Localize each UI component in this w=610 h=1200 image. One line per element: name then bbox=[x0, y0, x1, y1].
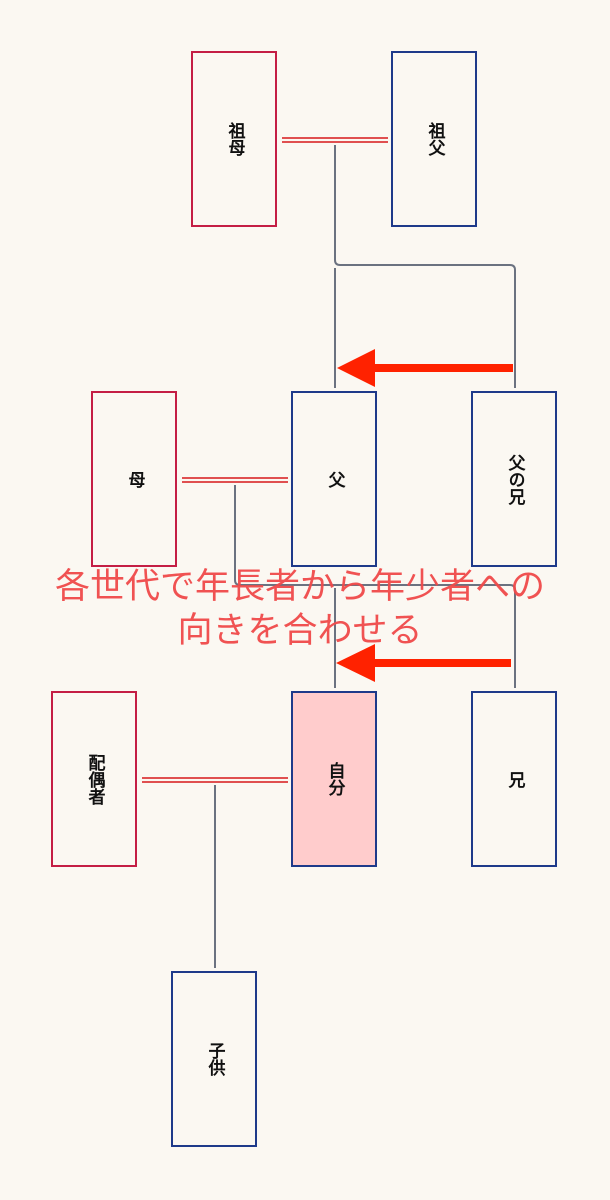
person-label: 祖父 bbox=[424, 122, 445, 156]
connector-grandparents-children bbox=[334, 145, 516, 388]
annotation-line-1: 各世代で年長者から年少者への bbox=[54, 567, 545, 607]
arrow-generation-2 bbox=[336, 644, 511, 682]
person-label: 子供 bbox=[204, 1042, 225, 1076]
arrow-generation-1 bbox=[337, 349, 513, 387]
person-grandmother[interactable]: 祖母 bbox=[191, 51, 277, 227]
person-label: 父 bbox=[324, 470, 345, 488]
annotation-text: 各世代で年長者から年少者への 向きを合わせる bbox=[0, 565, 610, 653]
connector-parents-children bbox=[234, 485, 516, 688]
person-label: 兄 bbox=[504, 770, 525, 788]
person-child[interactable]: 子供 bbox=[171, 971, 257, 1147]
person-mother[interactable]: 母 bbox=[91, 391, 177, 567]
person-grandfather[interactable]: 祖父 bbox=[391, 51, 477, 227]
person-label: 祖母 bbox=[224, 122, 245, 156]
marriage-line-self bbox=[142, 777, 288, 783]
person-label: 自分 bbox=[324, 762, 345, 796]
person-fathers-brother[interactable]: 父の兄 bbox=[471, 391, 557, 567]
person-label: 母 bbox=[124, 470, 145, 488]
annotation-line-2: 向きを合わせる bbox=[177, 611, 423, 651]
person-father[interactable]: 父 bbox=[291, 391, 377, 567]
person-brother[interactable]: 兄 bbox=[471, 691, 557, 867]
person-label: 配偶者 bbox=[84, 753, 105, 805]
marriage-line-grandparents bbox=[282, 137, 388, 143]
person-label: 父の兄 bbox=[504, 453, 525, 505]
marriage-line-parents bbox=[182, 477, 288, 483]
person-spouse[interactable]: 配偶者 bbox=[51, 691, 137, 867]
person-self[interactable]: 自分 bbox=[291, 691, 377, 867]
